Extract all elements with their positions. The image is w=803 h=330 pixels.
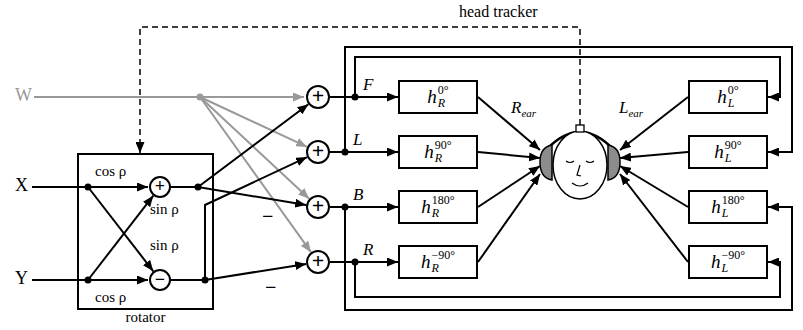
- gain-label: cos ρ: [95, 289, 126, 306]
- omni-branch: [200, 96, 304, 98]
- filter-symbol: h: [711, 252, 721, 273]
- gain-wire: [88, 279, 148, 281]
- eyes: [566, 161, 594, 163]
- mouth: [572, 183, 588, 186]
- summing-junction: +: [306, 140, 330, 164]
- filter-symbol: h: [717, 87, 727, 108]
- omni-line: [34, 96, 200, 98]
- subtractor-circle: −: [149, 269, 171, 291]
- filter-symbol: h: [421, 252, 431, 273]
- filter-angle: 0°: [438, 84, 449, 97]
- summing-junction: +: [306, 250, 330, 274]
- junction-dots: [85, 94, 359, 284]
- omni-branch: [200, 97, 307, 147]
- filter-symbol: h: [711, 197, 721, 218]
- filter-angle: 0°: [728, 84, 739, 97]
- filter-angle: 180°: [432, 194, 455, 207]
- signal-wire: [620, 174, 688, 262]
- filter-angle: 180°: [722, 194, 745, 207]
- filter-ear: R: [432, 207, 455, 220]
- junction-dot: [85, 184, 92, 191]
- omni-branch: [200, 97, 311, 252]
- hrtf-filter: h−90°L: [688, 245, 768, 279]
- hrtf-filter: h90°L: [688, 135, 768, 169]
- hrtf-filter: h−90°R: [398, 245, 478, 279]
- junction-dot: [85, 277, 92, 284]
- filter-angle: 90°: [435, 139, 452, 152]
- filter-ear: L: [725, 152, 742, 165]
- head-illustration: [540, 125, 620, 202]
- signal-name: B: [352, 186, 364, 205]
- gain-label: cos ρ: [95, 163, 126, 180]
- summing-junction: +: [306, 195, 330, 219]
- sign-label: −: [265, 276, 276, 298]
- operator-sign: +: [312, 250, 325, 272]
- y-input-wire: [32, 279, 88, 281]
- ear-subscript: ear: [521, 107, 536, 119]
- hrtf-filter: h0°R: [398, 80, 478, 114]
- x-input-wire: [32, 186, 88, 188]
- sign-label: −: [262, 205, 273, 227]
- ear-cup: [540, 145, 552, 180]
- input-name: W: [15, 86, 32, 106]
- rotator-wiring: [32, 187, 153, 280]
- operator-sign: +: [312, 85, 325, 107]
- filter-ear: R: [431, 262, 455, 275]
- hrtf-filter: h90°R: [398, 135, 478, 169]
- signal-wire: [620, 152, 688, 158]
- adder-circle: +: [149, 176, 171, 198]
- filter-ear: R: [435, 152, 452, 165]
- operator-sign: +: [312, 195, 325, 217]
- signal-name: F: [362, 76, 374, 95]
- tracker-sensor: [576, 125, 584, 132]
- ear-label: R: [511, 98, 521, 117]
- nose: [577, 165, 581, 176]
- gain-wire: [88, 186, 148, 188]
- gain-label: sin ρ: [150, 237, 179, 254]
- filter-ear: R: [438, 97, 449, 110]
- node-title: rotator: [79, 309, 212, 326]
- filter-ear: L: [722, 207, 745, 220]
- gain-wire: [88, 196, 153, 280]
- operator-sign: −: [155, 270, 165, 288]
- summing-junction: +: [306, 85, 330, 109]
- hrtf-filter: h180°L: [688, 190, 768, 224]
- tracker-label: head tracker: [458, 3, 539, 21]
- filter-angle: −90°: [721, 249, 745, 262]
- signal-wire: [478, 152, 540, 158]
- gain-wire: [88, 187, 153, 271]
- operator-sign: +: [312, 140, 325, 162]
- filter-ear: L: [721, 262, 745, 275]
- signal-wire: [620, 97, 688, 150]
- filter-symbol: h: [424, 142, 434, 163]
- signal-wire: [478, 174, 540, 262]
- tracker-link: [140, 27, 580, 153]
- filter-angle: 90°: [725, 139, 742, 152]
- operator-sign: +: [155, 177, 165, 195]
- filter-symbol: h: [427, 87, 437, 108]
- filter-symbol: h: [421, 197, 431, 218]
- junction-dot: [197, 94, 204, 101]
- hrtf-filter: h0°L: [688, 80, 768, 114]
- gain-label: sin ρ: [150, 201, 179, 218]
- omni-branch: [200, 97, 309, 199]
- signal-name: L: [352, 131, 363, 150]
- signal-name: R: [362, 241, 374, 260]
- signal-wire: [478, 97, 540, 150]
- filter-ear: L: [728, 97, 739, 110]
- input-name: Y: [15, 269, 28, 289]
- signal-wire: [171, 157, 307, 280]
- filter-symbol: h: [714, 142, 724, 163]
- input-name: X: [15, 176, 28, 196]
- ear-cup: [608, 145, 620, 180]
- filter-angle: −90°: [431, 249, 455, 262]
- ear-label: L: [619, 98, 628, 117]
- signal-wire: [171, 104, 308, 187]
- ear-subscript: ear: [628, 107, 643, 119]
- hrtf-filter: h180°R: [398, 190, 478, 224]
- face: [553, 131, 607, 199]
- signal-wire: [171, 264, 306, 280]
- listener-head: RearLear: [540, 125, 620, 202]
